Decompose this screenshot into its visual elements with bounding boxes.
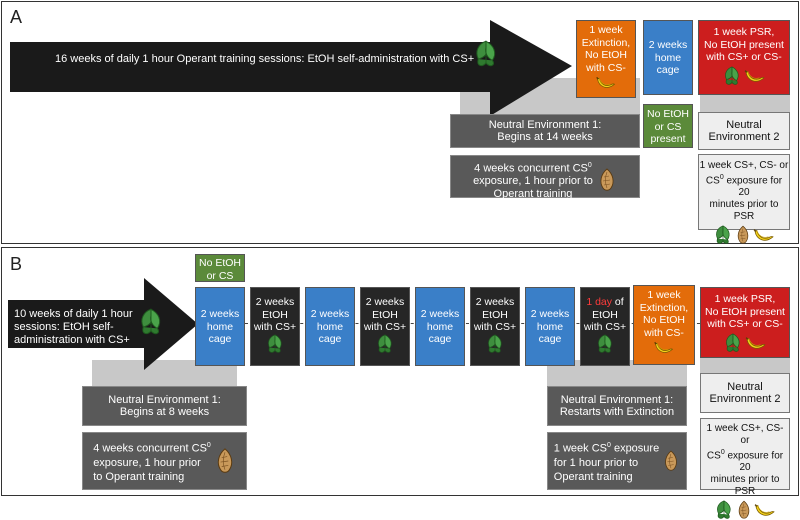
panel-a-label: A — [10, 7, 23, 27]
banana-icon — [595, 76, 616, 89]
mint-leaf-icon — [716, 225, 730, 245]
home-cage-box: 2 weeks home cage — [643, 20, 693, 95]
almond-icon — [738, 501, 750, 519]
panel-b-label: B — [10, 254, 23, 274]
banana-icon — [653, 341, 674, 354]
neutral-shade — [700, 95, 790, 112]
neutral-environment-1: Neutral Environment 1: Begins at 8 weeks — [82, 386, 247, 426]
home-cage-box: 2 weeks home cage — [415, 287, 465, 366]
concurrent-cs0-box: 4 weeks concurrent CS0 exposure, 1 hour … — [450, 155, 640, 198]
psr-box: 1 week PSR, No EtOH present with CS+ or … — [698, 20, 790, 95]
psr-exposure-box: 1 week CS+, CS- or CS0 exposure for 20 m… — [698, 154, 790, 245]
one-day-etoh-box: 1 day of EtOH with CS+ — [580, 287, 630, 366]
almond-icon — [665, 451, 678, 471]
psr-exposure-box: 1 week CS+, CS- or CS0 exposure for 20 m… — [700, 418, 790, 520]
mint-leaf-icon — [726, 333, 740, 352]
etoh-cs-box: 2 weeks EtOH with CS+ — [470, 287, 520, 366]
banana-icon — [753, 229, 774, 242]
extinction-box: 1 week Extinction, No EtOH with CS- — [633, 285, 695, 365]
psr-box: 1 week PSR, No EtOH present with CS+ or … — [700, 287, 790, 358]
training-arrow — [10, 20, 572, 116]
banana-icon — [745, 336, 766, 349]
almond-icon — [600, 168, 614, 191]
no-etoh-box: No EtOH or CS present — [643, 104, 693, 148]
home-cage-box: 2 weeks home cage — [305, 287, 355, 366]
etoh-cs-box: 2 weeks EtOH with CS+ — [250, 287, 300, 366]
mint-leaf-icon — [141, 308, 161, 335]
neutral-environment-1: Neutral Environment 1: Begins at 14 week… — [450, 114, 640, 148]
mint-leaf-icon — [476, 40, 496, 67]
mint-leaf-icon — [598, 334, 612, 353]
banana-icon — [744, 69, 765, 82]
mint-leaf-icon — [488, 334, 502, 353]
week-cs0-box: 1 week CS0 exposure for 1 hour prior to … — [547, 432, 687, 490]
almond-icon — [217, 448, 232, 474]
almond-icon — [737, 226, 749, 244]
home-cage-box: 2 weeks home cage — [525, 287, 575, 366]
concurrent-cs0-box: 4 weeks concurrent CS0 exposure, 1 hour … — [82, 432, 247, 490]
etoh-cs-box: 2 weeks EtOH with CS+ — [360, 287, 410, 366]
neutral-shade — [700, 358, 790, 373]
mint-leaf-icon — [717, 500, 731, 520]
neutral-environment-2: Neutral Environment 2 — [698, 112, 790, 150]
banana-icon — [754, 504, 775, 517]
training-arrow — [8, 278, 198, 370]
mint-leaf-icon — [725, 66, 739, 85]
no-etoh-box: No EtOH or CS — [195, 254, 245, 282]
home-cage-box: 2 weeks home cage — [195, 287, 245, 366]
mint-leaf-icon — [378, 334, 392, 353]
neutral-environment-1-restart: Neutral Environment 1: Restarts with Ext… — [547, 386, 687, 426]
arrow-text: 10 weeks of daily 1 hour sessions: EtOH … — [14, 308, 133, 346]
neutral-environment-2: Neutral Environment 2 — [700, 373, 790, 413]
extinction-box: 1 week Extinction, No EtOH with CS- — [576, 20, 636, 98]
arrow-text: 16 weeks of daily 1 hour Operant trainin… — [55, 53, 475, 65]
mint-leaf-icon — [268, 334, 282, 353]
